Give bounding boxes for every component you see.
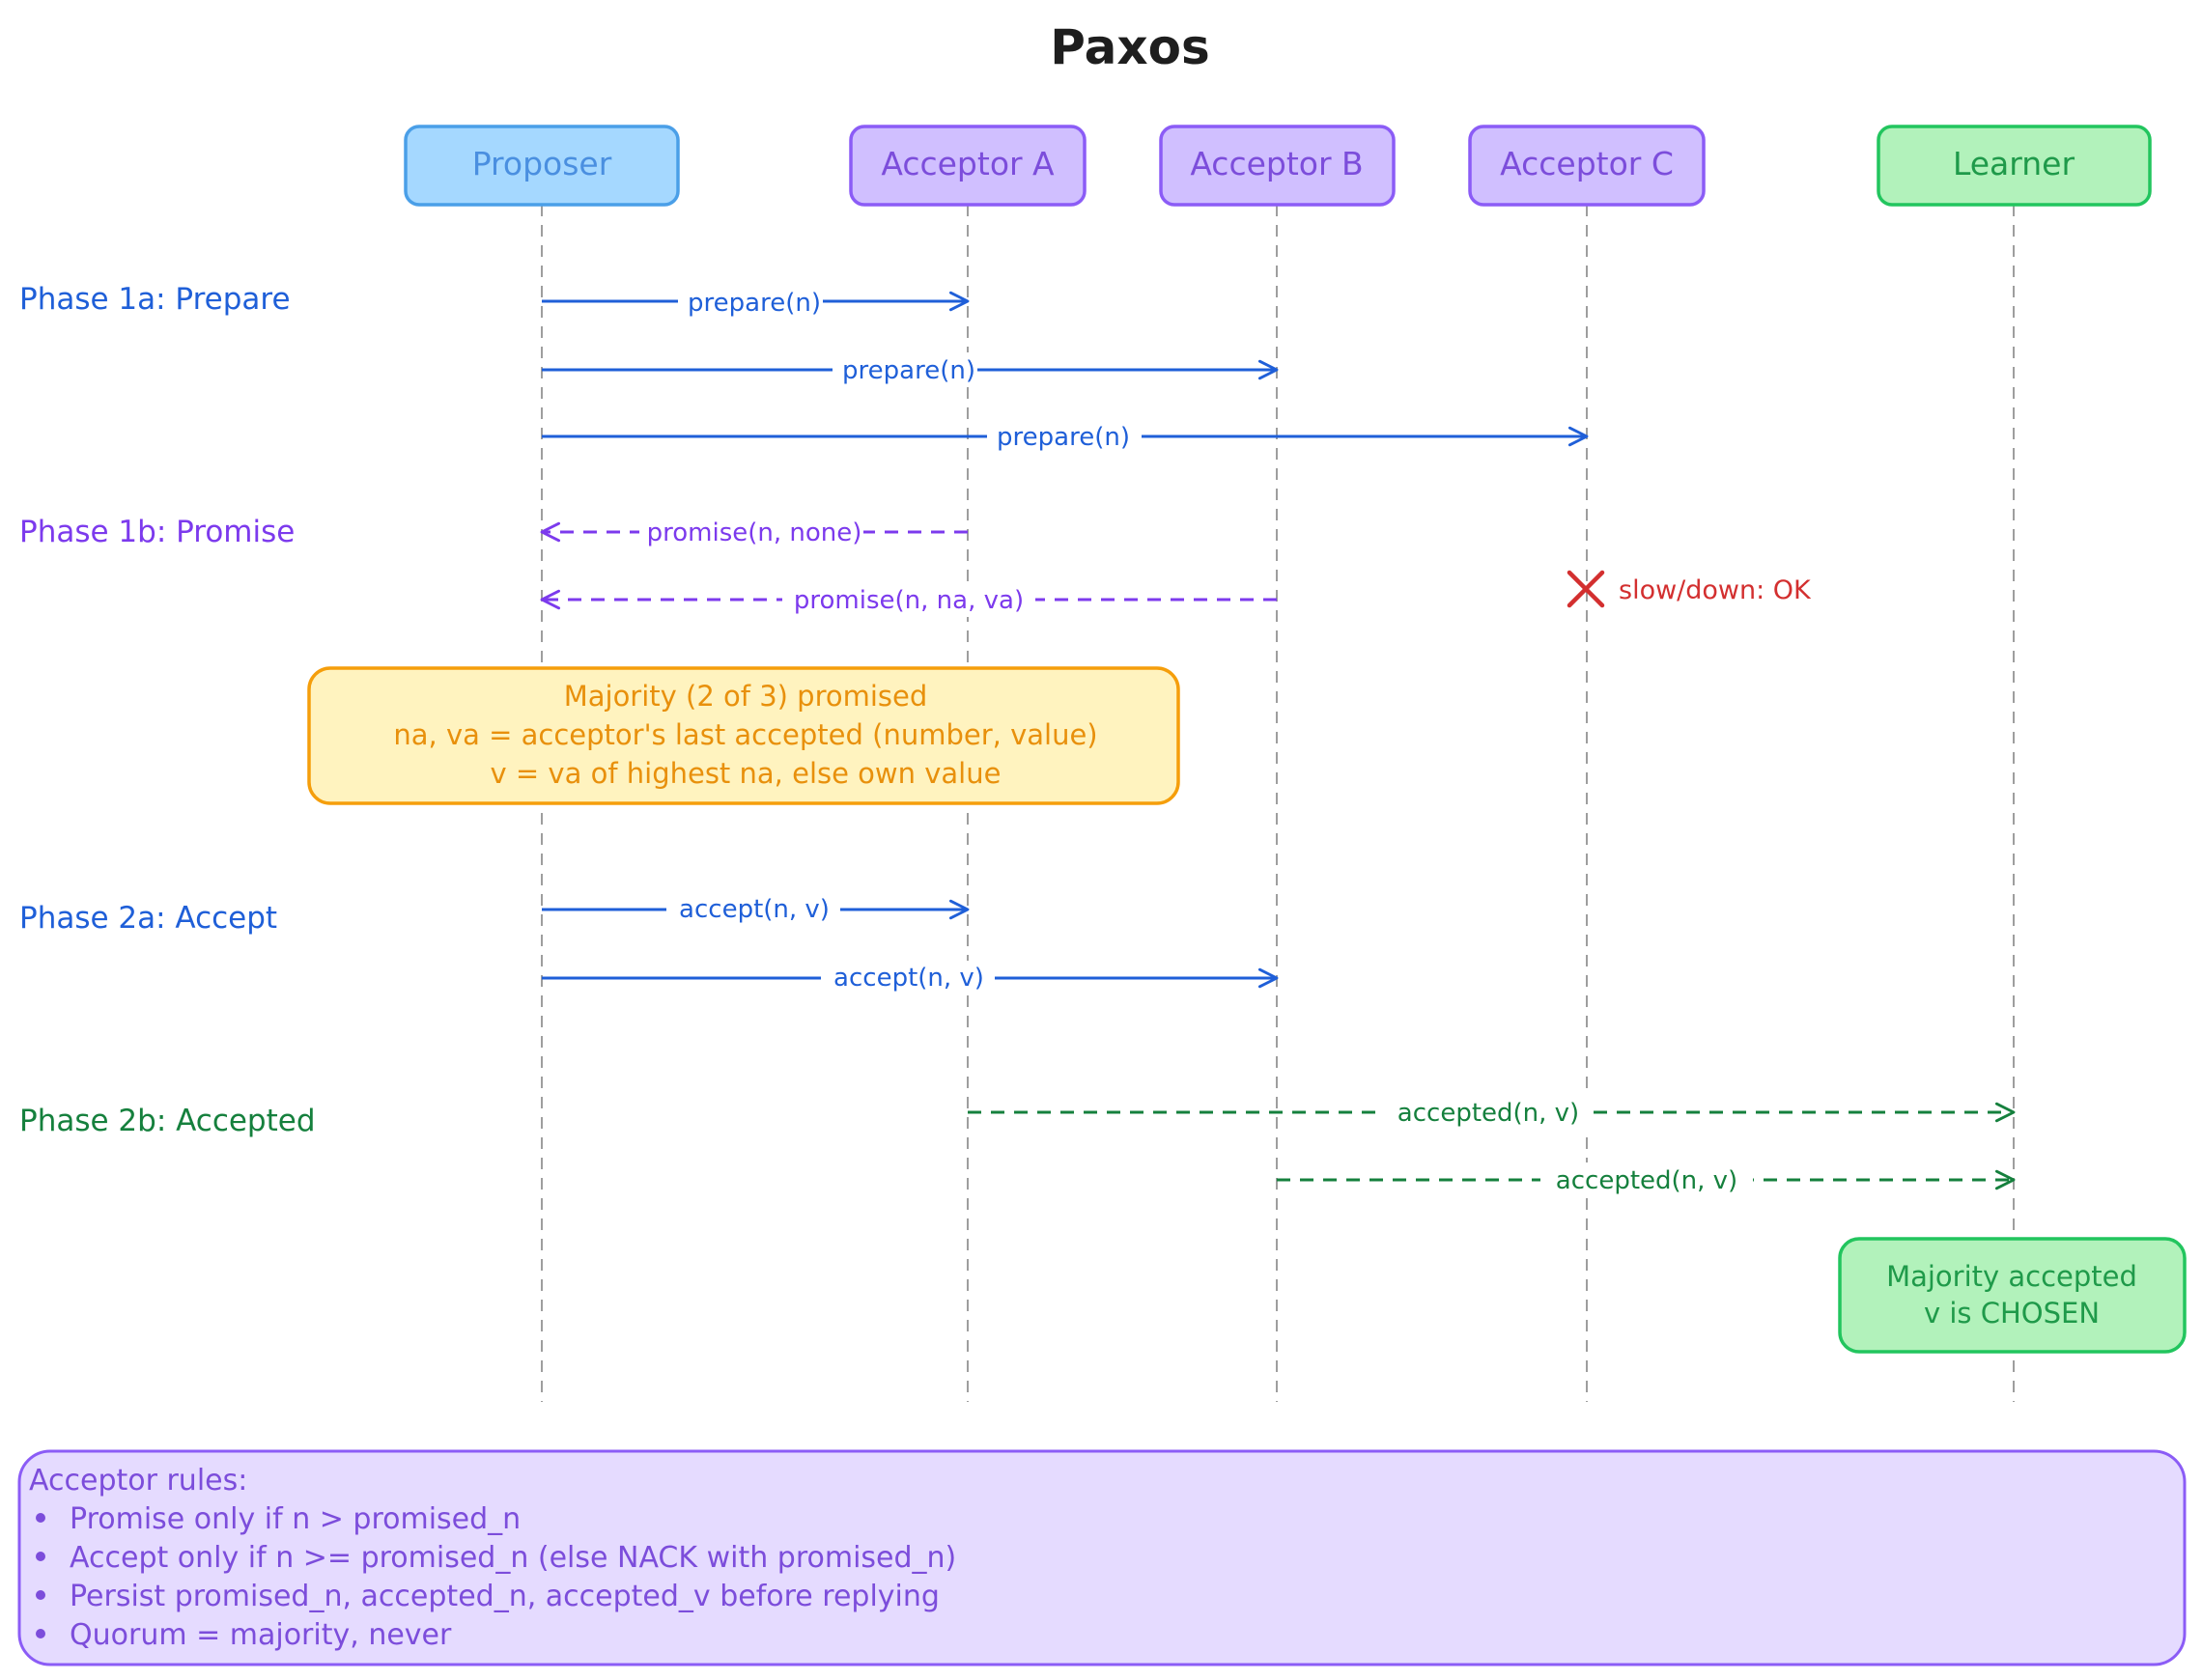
- participant-box: [1159, 125, 1396, 207]
- participant-label: Acceptor A: [881, 145, 1055, 182]
- participant-box: [1877, 125, 2152, 207]
- phase-label-1a: Phase 1a: Prepare: [19, 282, 291, 317]
- participant-label: Proposer: [472, 145, 612, 182]
- message-label: prepare(n): [997, 423, 1130, 452]
- message-label: prepare(n): [688, 289, 821, 318]
- participant-label: Acceptor B: [1190, 145, 1363, 182]
- participant-box: [849, 125, 1087, 207]
- participant-label: Acceptor C: [1500, 145, 1674, 182]
- failure-label: slow/down: OK: [1619, 575, 1812, 605]
- message-label-bg: [821, 961, 995, 995]
- message-accept-to-a: accept(n, v): [542, 892, 970, 927]
- message-label: prepare(n): [842, 356, 975, 385]
- acceptor-rules-panel: Acceptor rules: Promise only if n > prom…: [17, 1449, 2187, 1666]
- acceptor-c-failure: slow/down: OK: [1567, 570, 1812, 608]
- message-label-bg: [782, 582, 1035, 617]
- note-line: v is CHOSEN: [1924, 1297, 2100, 1330]
- bullet: [36, 1629, 45, 1638]
- rules-heading: Acceptor rules:: [29, 1464, 247, 1498]
- majority-accepted-note: Majority accepted v is CHOSEN: [1838, 1237, 2187, 1354]
- message-prepare-to-b: prepare(n): [542, 352, 1279, 387]
- bullet: [36, 1552, 45, 1561]
- message-prepare-to-a: prepare(n): [542, 284, 970, 319]
- rule-item: Quorum = majority, never: [70, 1618, 452, 1652]
- x-mark-icon: [1567, 570, 1605, 608]
- phase-label-2a: Phase 2a: Accept: [19, 901, 277, 936]
- message-promise-from-b: promise(n, na, va): [540, 582, 1277, 617]
- participant-acceptor-c: Acceptor C: [1468, 125, 1706, 207]
- note-line: na, va = acceptor's last accepted (numbe…: [393, 718, 1097, 751]
- diagram-title: Paxos: [1050, 19, 1209, 75]
- message-accepted-from-b: accepted(n, v): [1277, 1162, 2016, 1197]
- message-label-bg: [987, 419, 1142, 454]
- message-label: accepted(n, v): [1556, 1166, 1737, 1195]
- rule-item: Persist promised_n, accepted_n, accepted…: [70, 1580, 940, 1613]
- participant-learner: Learner: [1877, 125, 2152, 207]
- participant-box: [404, 125, 680, 207]
- participant-acceptor-a: Acceptor A: [849, 125, 1087, 207]
- message-label-bg: [678, 284, 823, 319]
- message-label-bg: [833, 352, 977, 387]
- rules-box: [17, 1449, 2187, 1666]
- participant-label: Learner: [1953, 145, 2075, 182]
- message-label: promise(n, none): [647, 518, 862, 547]
- message-label-bg: [666, 892, 840, 927]
- message-label-bg: [1540, 1162, 1753, 1197]
- bullet: [36, 1590, 45, 1600]
- rule-item: Promise only if n > promised_n: [70, 1502, 521, 1536]
- rules-list: Promise only if n > promised_n Accept on…: [36, 1502, 956, 1652]
- message-label: accept(n, v): [679, 895, 830, 924]
- bullet: [36, 1513, 45, 1523]
- majority-promised-note: Majority (2 of 3) promised na, va = acce…: [307, 666, 1180, 805]
- participant-proposer: Proposer: [404, 125, 680, 207]
- note-box: [1838, 1237, 2187, 1354]
- message-label: accept(n, v): [833, 964, 984, 993]
- note-box: [307, 666, 1180, 805]
- message-label-bg: [1381, 1095, 1594, 1130]
- rule-item: Accept only if n >= promised_n (else NAC…: [70, 1541, 956, 1575]
- message-label: accepted(n, v): [1397, 1099, 1579, 1128]
- message-accept-to-b: accept(n, v): [542, 961, 1279, 995]
- message-label: promise(n, na, va): [794, 586, 1024, 615]
- phase-label-2b: Phase 2b: Accepted: [19, 1104, 316, 1138]
- message-promise-from-a: promise(n, none): [540, 515, 968, 549]
- note-line: Majority (2 of 3) promised: [564, 680, 928, 713]
- message-label-bg: [639, 515, 863, 549]
- phase-label-1b: Phase 1b: Promise: [19, 515, 295, 549]
- note-line: v = va of highest na, else own value: [491, 757, 1002, 790]
- note-line: Majority accepted: [1886, 1260, 2137, 1293]
- message-accepted-from-a: accepted(n, v): [968, 1095, 2016, 1130]
- message-prepare-to-c: prepare(n): [542, 419, 1589, 454]
- participant-box: [1468, 125, 1706, 207]
- participant-acceptor-b: Acceptor B: [1159, 125, 1396, 207]
